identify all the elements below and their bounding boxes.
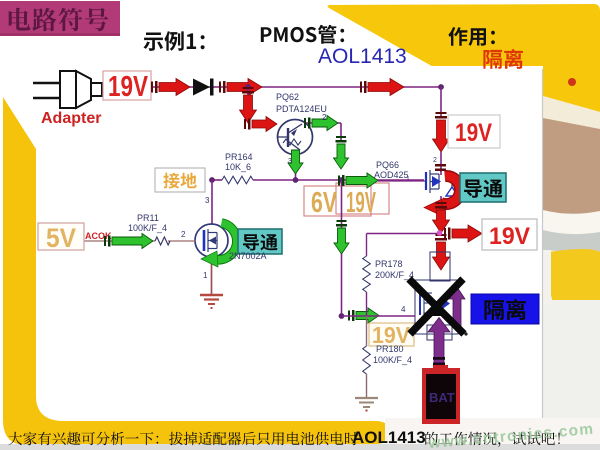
svg-text:2: 2	[322, 113, 327, 122]
svg-text:AOD425: AOD425	[374, 170, 409, 180]
svg-text:19V: 19V	[489, 223, 530, 250]
svg-text:ACOK: ACOK	[85, 231, 112, 241]
svg-text:200K/F_4: 200K/F_4	[375, 270, 414, 280]
svg-text:PR11: PR11	[137, 213, 159, 223]
svg-text:3: 3	[288, 158, 292, 165]
svg-text:19V: 19V	[108, 71, 149, 103]
svg-text:100K/F_4: 100K/F_4	[128, 223, 167, 233]
svg-text:2: 2	[433, 157, 437, 164]
svg-text:AOL1413: AOL1413	[352, 428, 426, 447]
svg-text:2N7002A: 2N7002A	[229, 251, 267, 261]
svg-text:PR180: PR180	[376, 344, 404, 354]
svg-text:19V: 19V	[455, 119, 492, 147]
svg-text:1: 1	[203, 271, 208, 280]
svg-text:19V: 19V	[372, 322, 411, 348]
svg-text:100K/F_4: 100K/F_4	[373, 355, 412, 365]
svg-text:PQ62: PQ62	[276, 92, 299, 102]
svg-text:PR164: PR164	[225, 152, 253, 162]
svg-text:Adapter: Adapter	[41, 110, 101, 127]
svg-text:4: 4	[401, 305, 406, 314]
svg-text:BAT: BAT	[429, 390, 455, 405]
svg-text:AOL1413: AOL1413	[318, 45, 407, 68]
svg-text:PQ66: PQ66	[376, 160, 399, 170]
svg-text:6V: 6V	[311, 187, 337, 219]
svg-text:2: 2	[181, 230, 186, 239]
svg-text:10K_6: 10K_6	[225, 162, 251, 172]
svg-text:PR178: PR178	[375, 259, 403, 269]
svg-text:19V: 19V	[346, 187, 376, 219]
svg-text:3: 3	[205, 196, 210, 205]
svg-text:5V: 5V	[46, 223, 76, 253]
svg-text:1: 1	[406, 176, 410, 183]
svg-text:PDTA124EU: PDTA124EU	[276, 104, 327, 114]
